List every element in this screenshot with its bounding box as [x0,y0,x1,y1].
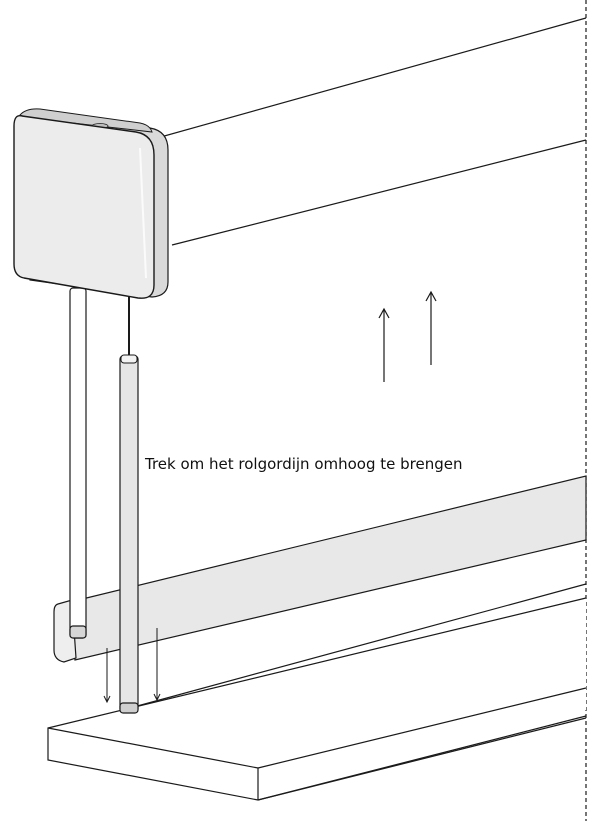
roller-tube-bottom-edge [171,139,587,246]
left-control-rod [69,287,87,639]
window-sill-outline [47,597,587,801]
device-top [19,108,153,133]
fabric-lower-edge [129,583,587,709]
window-sill-top [48,598,586,800]
right-control-rod [119,355,139,713]
left-rod-cap [69,625,87,639]
device-face [13,115,155,299]
device-face-highlight [139,147,147,279]
right-rod-bottom-cap [119,702,139,714]
roller-tube-top-edge [149,17,587,141]
instruction-caption: Trek om het rolgordijn omhoog te brengen [145,455,463,473]
window-sill-side-top [257,687,587,769]
arrow-up-icon [425,290,437,365]
window-sill-front-top [47,727,259,769]
right-rod-top-cap [120,354,138,364]
arrow-down-icon [153,628,161,702]
arrow-up-icon [378,307,390,382]
arrow-down-icon [103,648,111,704]
window-sill-back-line [257,717,587,801]
